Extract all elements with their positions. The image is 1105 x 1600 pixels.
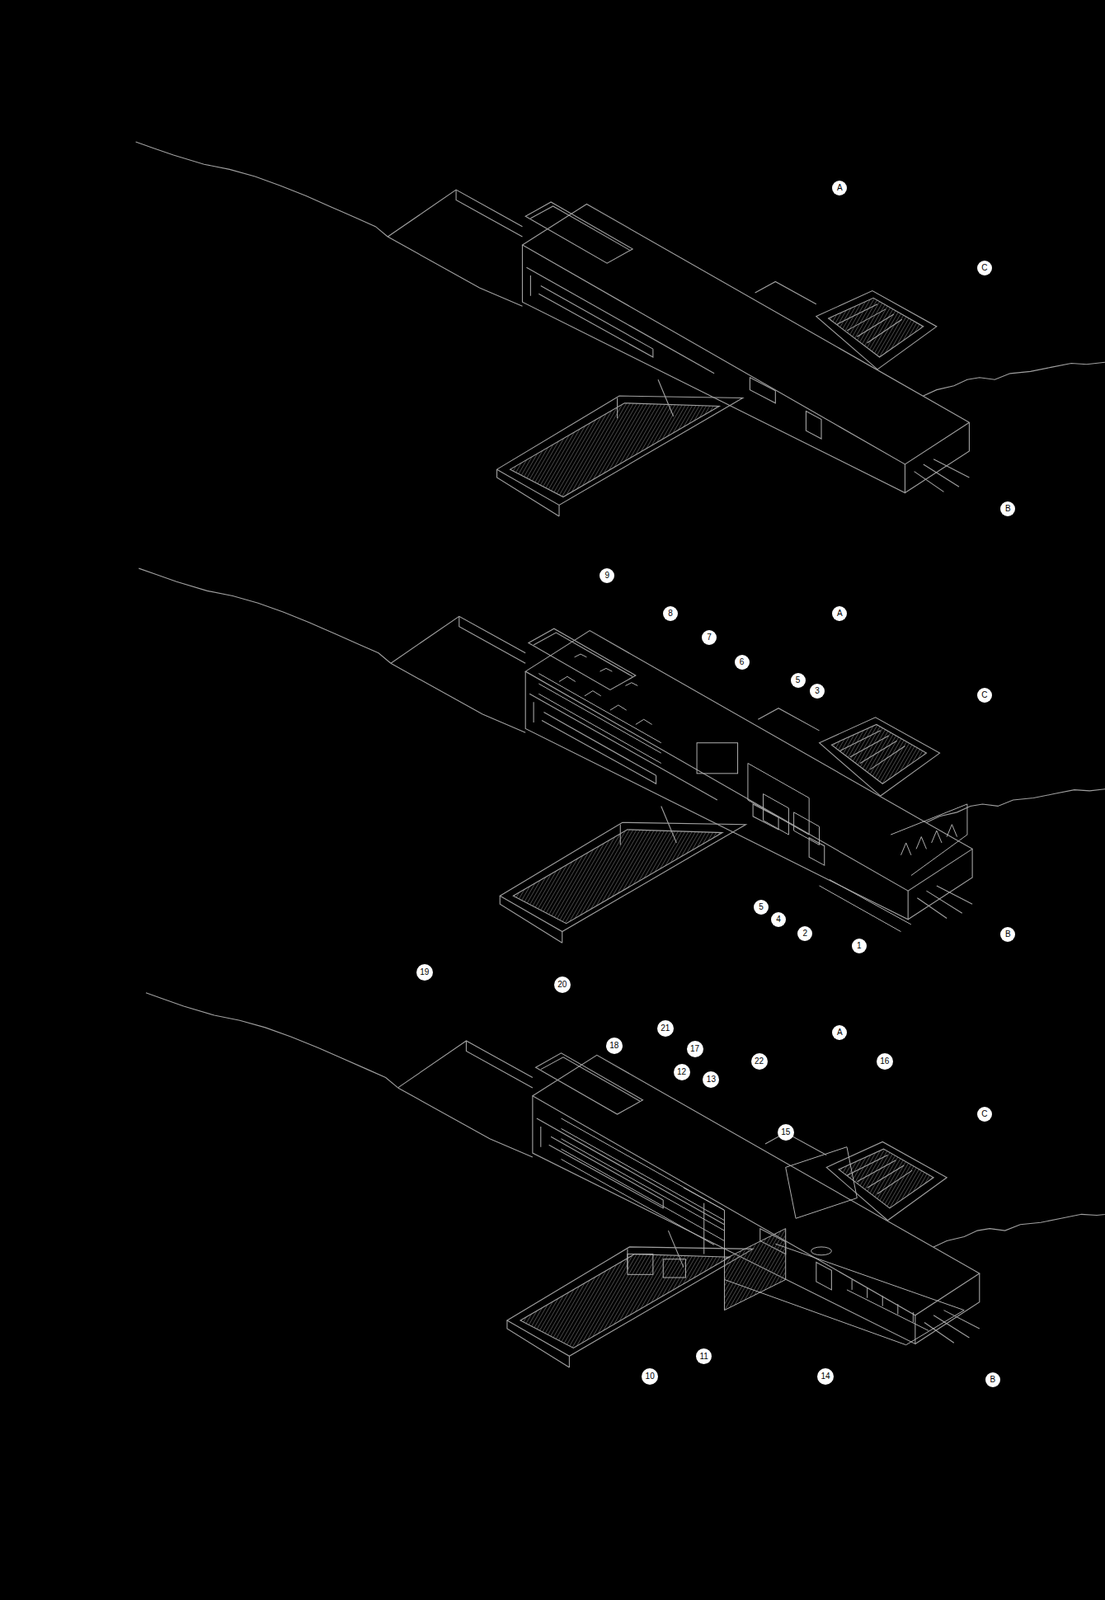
callout-number: 17 (686, 1040, 704, 1058)
callout-number: 7 (701, 630, 717, 645)
section-marker: B (1000, 926, 1016, 942)
callout-number: 6 (734, 654, 750, 670)
callout-number: 22 (751, 1053, 768, 1070)
callout-number: 13 (702, 1071, 720, 1088)
section-marker: A (832, 180, 847, 196)
callout-number: 8 (663, 606, 678, 621)
callout-number: 5 (753, 899, 769, 915)
callout-number: 16 (876, 1053, 894, 1070)
section-marker: C (977, 260, 993, 276)
callout-number: 14 (817, 1368, 834, 1385)
callout-number: 2 (797, 926, 813, 941)
callout-number: 3 (809, 683, 825, 699)
callout-number: 21 (657, 1020, 674, 1037)
callout-number: 9 (599, 568, 615, 584)
callout-number: 15 (777, 1123, 795, 1141)
callout-number: 5 (790, 672, 806, 688)
callout-number: 18 (606, 1037, 623, 1054)
callout-number: 4 (771, 912, 786, 927)
callout-number: 11 (695, 1348, 712, 1364)
section-marker: C (977, 1106, 993, 1122)
section-marker: B (1000, 501, 1016, 517)
section-marker: A (832, 606, 847, 621)
callout-number: 12 (673, 1063, 691, 1081)
callout-number: 1 (851, 938, 867, 954)
section-marker: C (977, 687, 993, 703)
callout-number: 19 (416, 963, 433, 981)
callout-number: 20 (554, 976, 571, 993)
callout-number: 10 (641, 1368, 659, 1385)
section-marker: B (985, 1372, 1001, 1388)
section-marker: A (832, 1025, 847, 1040)
